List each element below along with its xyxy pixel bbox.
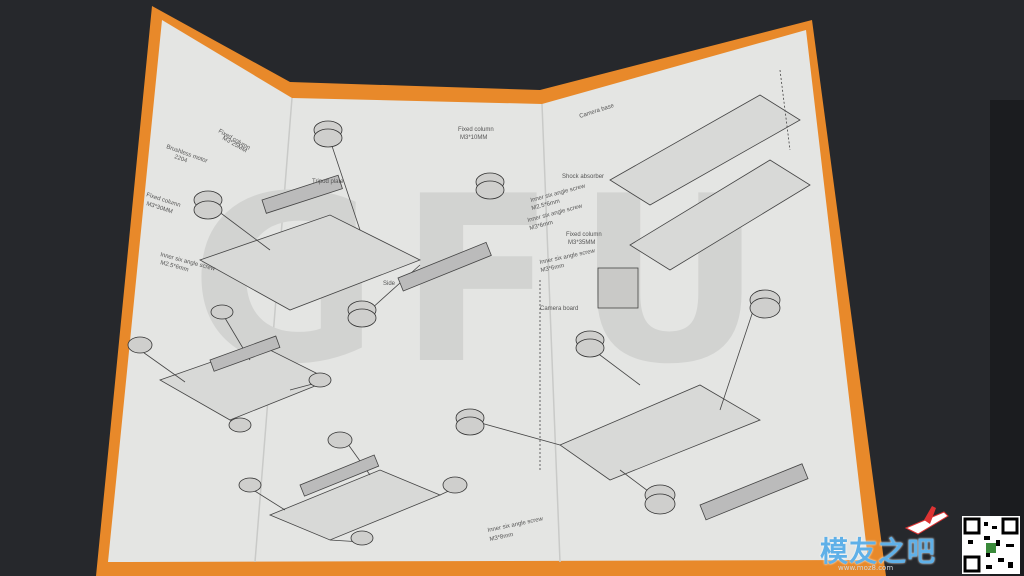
watermark-url: www.moz8.com — [838, 564, 894, 572]
label-side: Side — [383, 281, 396, 287]
left-panel-drawings — [139, 139, 492, 543]
qr-code — [962, 516, 1020, 574]
label-brushless-motor-size: 2204 — [173, 154, 188, 164]
label-fixed-column-3-size: M3*10MM — [460, 135, 487, 141]
label-fixed-column-4: Fixed column — [566, 232, 602, 238]
label-camera-board: Camera board — [540, 306, 578, 312]
fold-line-right — [541, 103, 561, 563]
right-motors — [455, 289, 781, 515]
left-motors — [127, 120, 505, 546]
dark-object-right — [990, 100, 1024, 576]
watermark-plane-icon — [904, 506, 949, 535]
right-panel-drawings — [469, 69, 811, 521]
label-shock-absorber: Shock absorber — [562, 174, 604, 180]
label-tripod-plate: Tripod plate — [312, 179, 344, 185]
label-fixed-column-3: Fixed column — [458, 127, 494, 133]
watermark-text: 模友之吧 — [820, 535, 937, 568]
label-fixed-column-4-size: M3*35MM — [568, 240, 595, 246]
label-inner-screw-5-size: M3*8mm — [489, 532, 514, 543]
label-inner-screw-4-size: M3*6mm — [540, 263, 565, 274]
